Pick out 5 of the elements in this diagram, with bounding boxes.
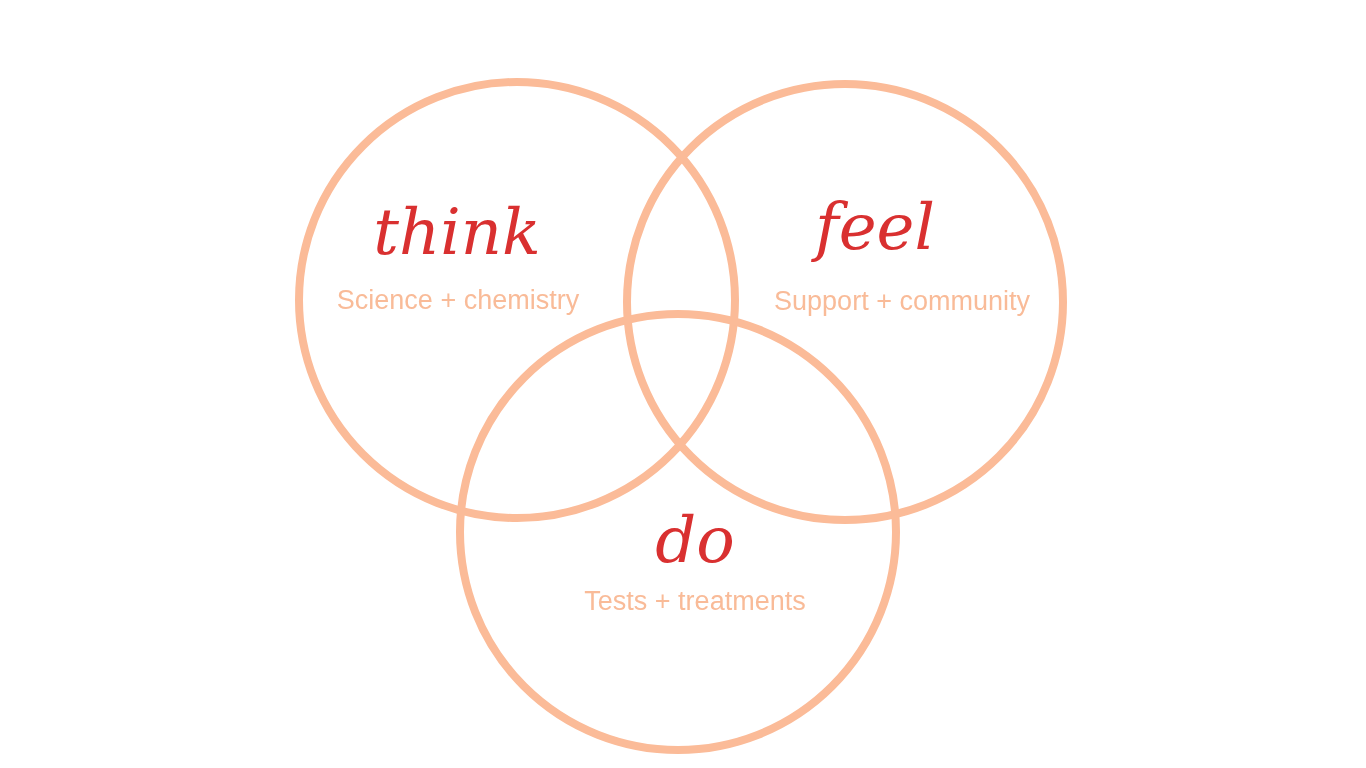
circle-subtitle: Support + community [774, 287, 1030, 317]
circle-subtitle: Science + chemistry [336, 286, 580, 316]
circle-heading: think [373, 200, 541, 264]
circle-heading: do [655, 508, 735, 572]
circle-subtitle: Tests + treatments [584, 587, 806, 617]
